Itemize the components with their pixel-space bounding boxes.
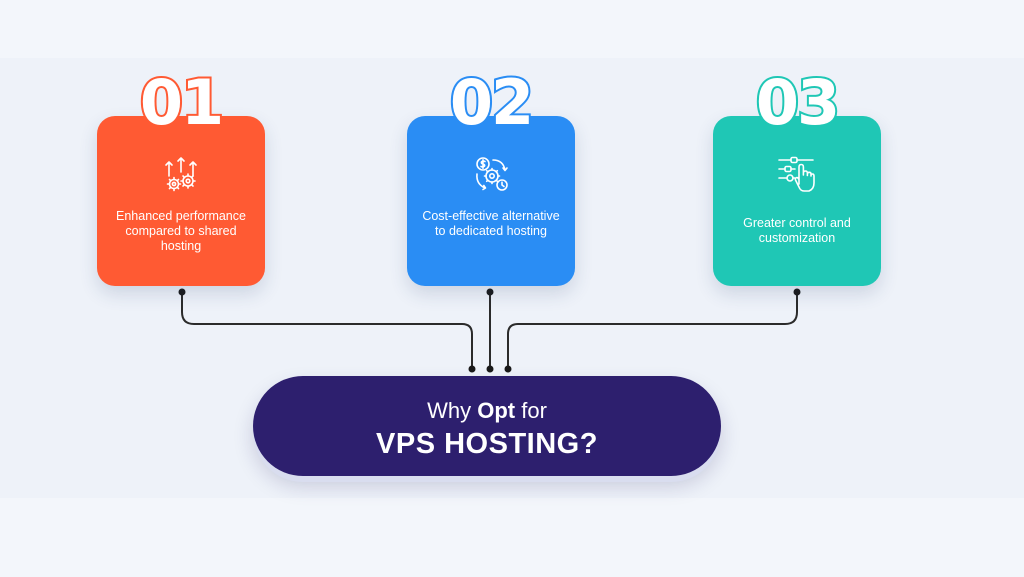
connector-dot-03-bottom [504,365,512,373]
title-word-opt: Opt [477,398,516,423]
gears-arrows-icon [165,157,197,192]
card-label: Enhanced performance compared to shared … [116,209,246,253]
connector-dot-01-top [178,288,186,296]
card-label: Greater control and customization [743,216,851,245]
card-01: 01 Enhanced performance compared to shar… [97,70,265,286]
card-number: 01 [138,66,226,139]
card-02: 02 Cost-effective alternative to dedicat… [407,70,575,286]
card-03: 03 Greater control and customization [713,70,881,286]
connector-dot-02-top [486,288,494,296]
connector-dot-03-top [793,288,801,296]
card-number: 03 [754,66,842,139]
center-title-pill: Why Opt for VPS HOSTING? [253,376,721,476]
title-word-for: for [521,398,547,423]
center-title-line1: Why Opt for [253,398,721,424]
connector-line-03 [507,292,798,368]
connector-line-01 [181,292,473,368]
center-title-line2: VPS HOSTING? [376,428,598,460]
card-number: 02 [448,66,536,139]
connector-dot-01-bottom [468,365,476,373]
title-word-why: Why [427,398,472,423]
touch-controls-icon [778,156,815,192]
cost-cycle-icon [476,157,508,191]
card-label: Cost-effective alternative to dedicated … [422,209,560,238]
connector-dot-02-bottom [486,365,494,373]
